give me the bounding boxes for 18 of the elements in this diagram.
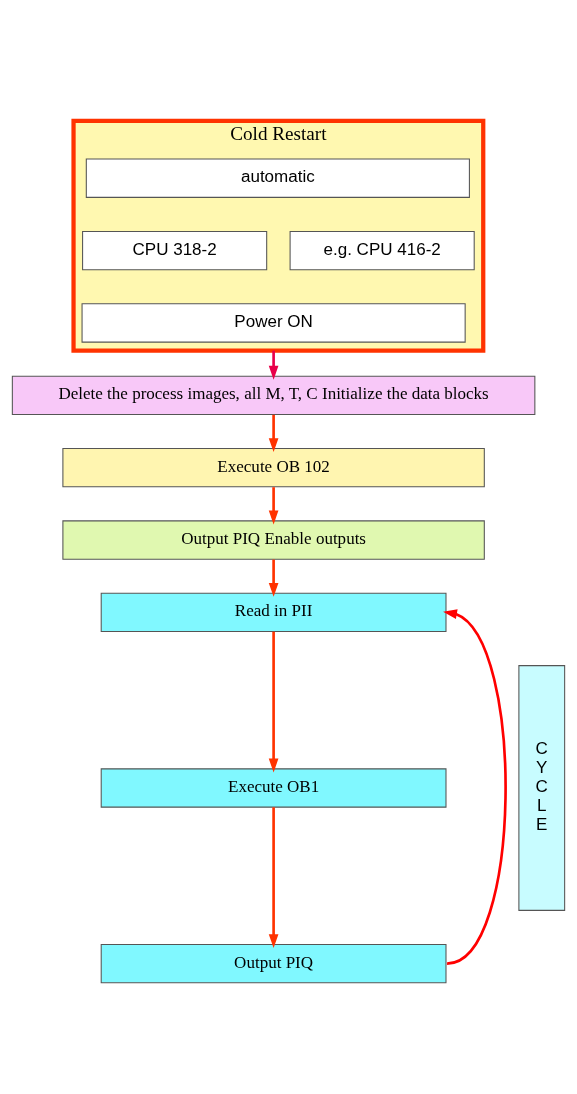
arrow [268, 806, 279, 948]
node-box: C Y C L E [518, 664, 566, 911]
node-box: e.g. CPU 416-2 [289, 230, 475, 270]
node-box: Read in PII [100, 592, 447, 632]
arrow [268, 631, 279, 772]
arrow [268, 414, 279, 452]
arrow [268, 559, 279, 597]
node-box: CPU 318-2 [82, 230, 268, 270]
arrow [443, 608, 507, 965]
node-box: Execute OB1 [100, 767, 447, 808]
node-box: Power ON [81, 302, 466, 343]
node-box: automatic [85, 158, 470, 198]
node-box: Delete the process images, all M, T, C Initialize the data blocks [11, 375, 536, 415]
node-box: Output PIQ Enable outputs [62, 519, 485, 560]
node-box: Output PIQ [100, 943, 447, 983]
arrow [268, 350, 279, 380]
arrow [268, 486, 279, 524]
node-box: Execute OB 102 [62, 447, 485, 487]
